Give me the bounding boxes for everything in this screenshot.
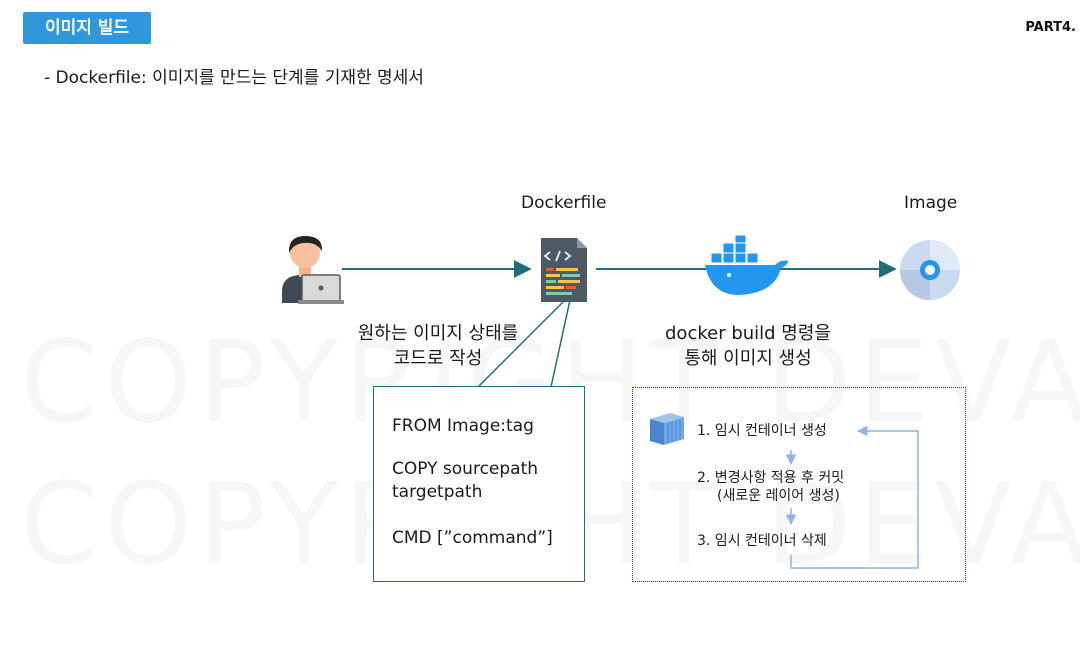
- right-caption-line-2: 통해 이미지 생성: [684, 348, 812, 369]
- docker-whale-icon: [705, 234, 789, 295]
- step-loop-arrow: [790, 425, 919, 569]
- step-2-note: (새로운 레이어 생성): [717, 488, 840, 504]
- code-line-from: FROM Image:tag: [392, 416, 534, 436]
- right-caption: docker build 명령을 통해 이미지 생성: [648, 321, 848, 371]
- dockerfile-icon: [541, 238, 587, 302]
- image-label: Image: [904, 193, 958, 213]
- left-caption-line-1: 원하는 이미지 상태를: [357, 323, 519, 344]
- page-title: 이미지 빌드: [23, 12, 151, 44]
- left-caption: 원하는 이미지 상태를 코드로 작성: [338, 321, 538, 371]
- right-caption-line-1: docker build 명령을: [665, 323, 831, 344]
- code-line-cmd: CMD [”command”]: [392, 528, 553, 548]
- container-icon: [650, 413, 684, 445]
- build-process-box: [632, 387, 966, 582]
- step-1: 1. 임시 컨테이너 생성: [697, 423, 827, 439]
- step-2: 2. 변경사항 적용 후 커밋: [697, 470, 845, 486]
- dockerfile-code-box: [373, 386, 585, 582]
- subtitle: - Dockerfile: 이미지를 만드는 단계를 기재한 명세서: [44, 68, 424, 88]
- left-caption-line-2: 코드로 작성: [393, 348, 483, 369]
- image-disc-icon: [900, 240, 960, 300]
- code-line-copy: COPY sourcepath: [392, 459, 539, 479]
- developer-icon: [282, 236, 344, 304]
- callout-pointer-left: [477, 299, 566, 388]
- step-3: 3. 임시 컨테이너 삭제: [697, 533, 827, 549]
- part-label: PART4.: [1025, 20, 1076, 35]
- code-line-copy-target: targetpath: [392, 482, 483, 502]
- callout-pointer-right: [550, 299, 571, 388]
- dockerfile-label: Dockerfile: [521, 193, 607, 213]
